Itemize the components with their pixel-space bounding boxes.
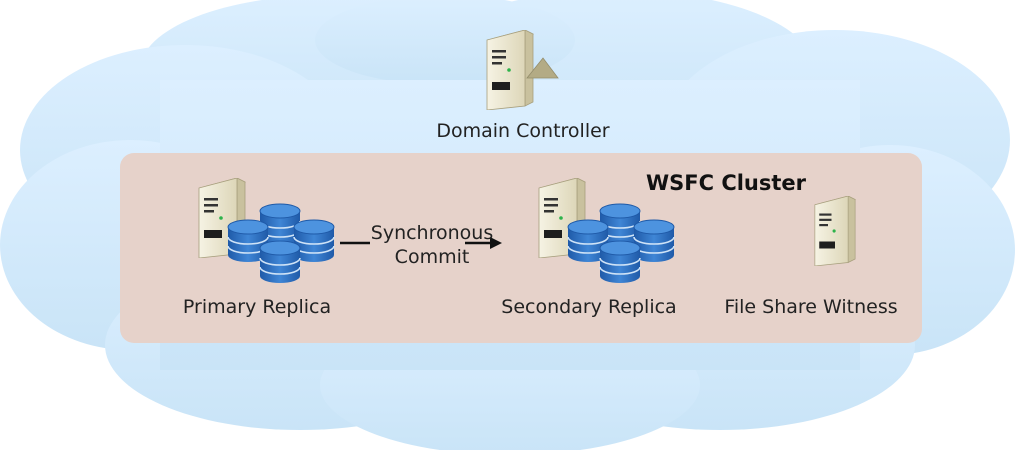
- file-share-witness-node: File Share Witness: [724, 196, 898, 318]
- file-share-witness-label: File Share Witness: [724, 296, 897, 318]
- synchronous-commit-link: Synchronous Commit: [340, 222, 502, 268]
- server-tower-icon: [814, 196, 856, 266]
- tower-fin-icon: [526, 57, 559, 79]
- domain-controller-label: Domain Controller: [436, 120, 609, 142]
- primary-replica-label: Primary Replica: [183, 296, 331, 318]
- secondary-replica-label: Secondary Replica: [501, 296, 676, 318]
- primary-replica-node: Primary Replica: [183, 178, 335, 318]
- link-label-line1: Synchronous: [371, 222, 493, 244]
- domain-controller-node: Domain Controller: [436, 30, 610, 142]
- server-tower-icon: [486, 30, 534, 110]
- wsfc-cluster-box: [120, 153, 922, 343]
- arrow-right-icon: [490, 237, 502, 249]
- wsfc-cluster-title: WSFC Cluster: [646, 171, 807, 195]
- link-label-line2: Commit: [395, 246, 470, 268]
- secondary-replica-node: Secondary Replica: [501, 178, 677, 318]
